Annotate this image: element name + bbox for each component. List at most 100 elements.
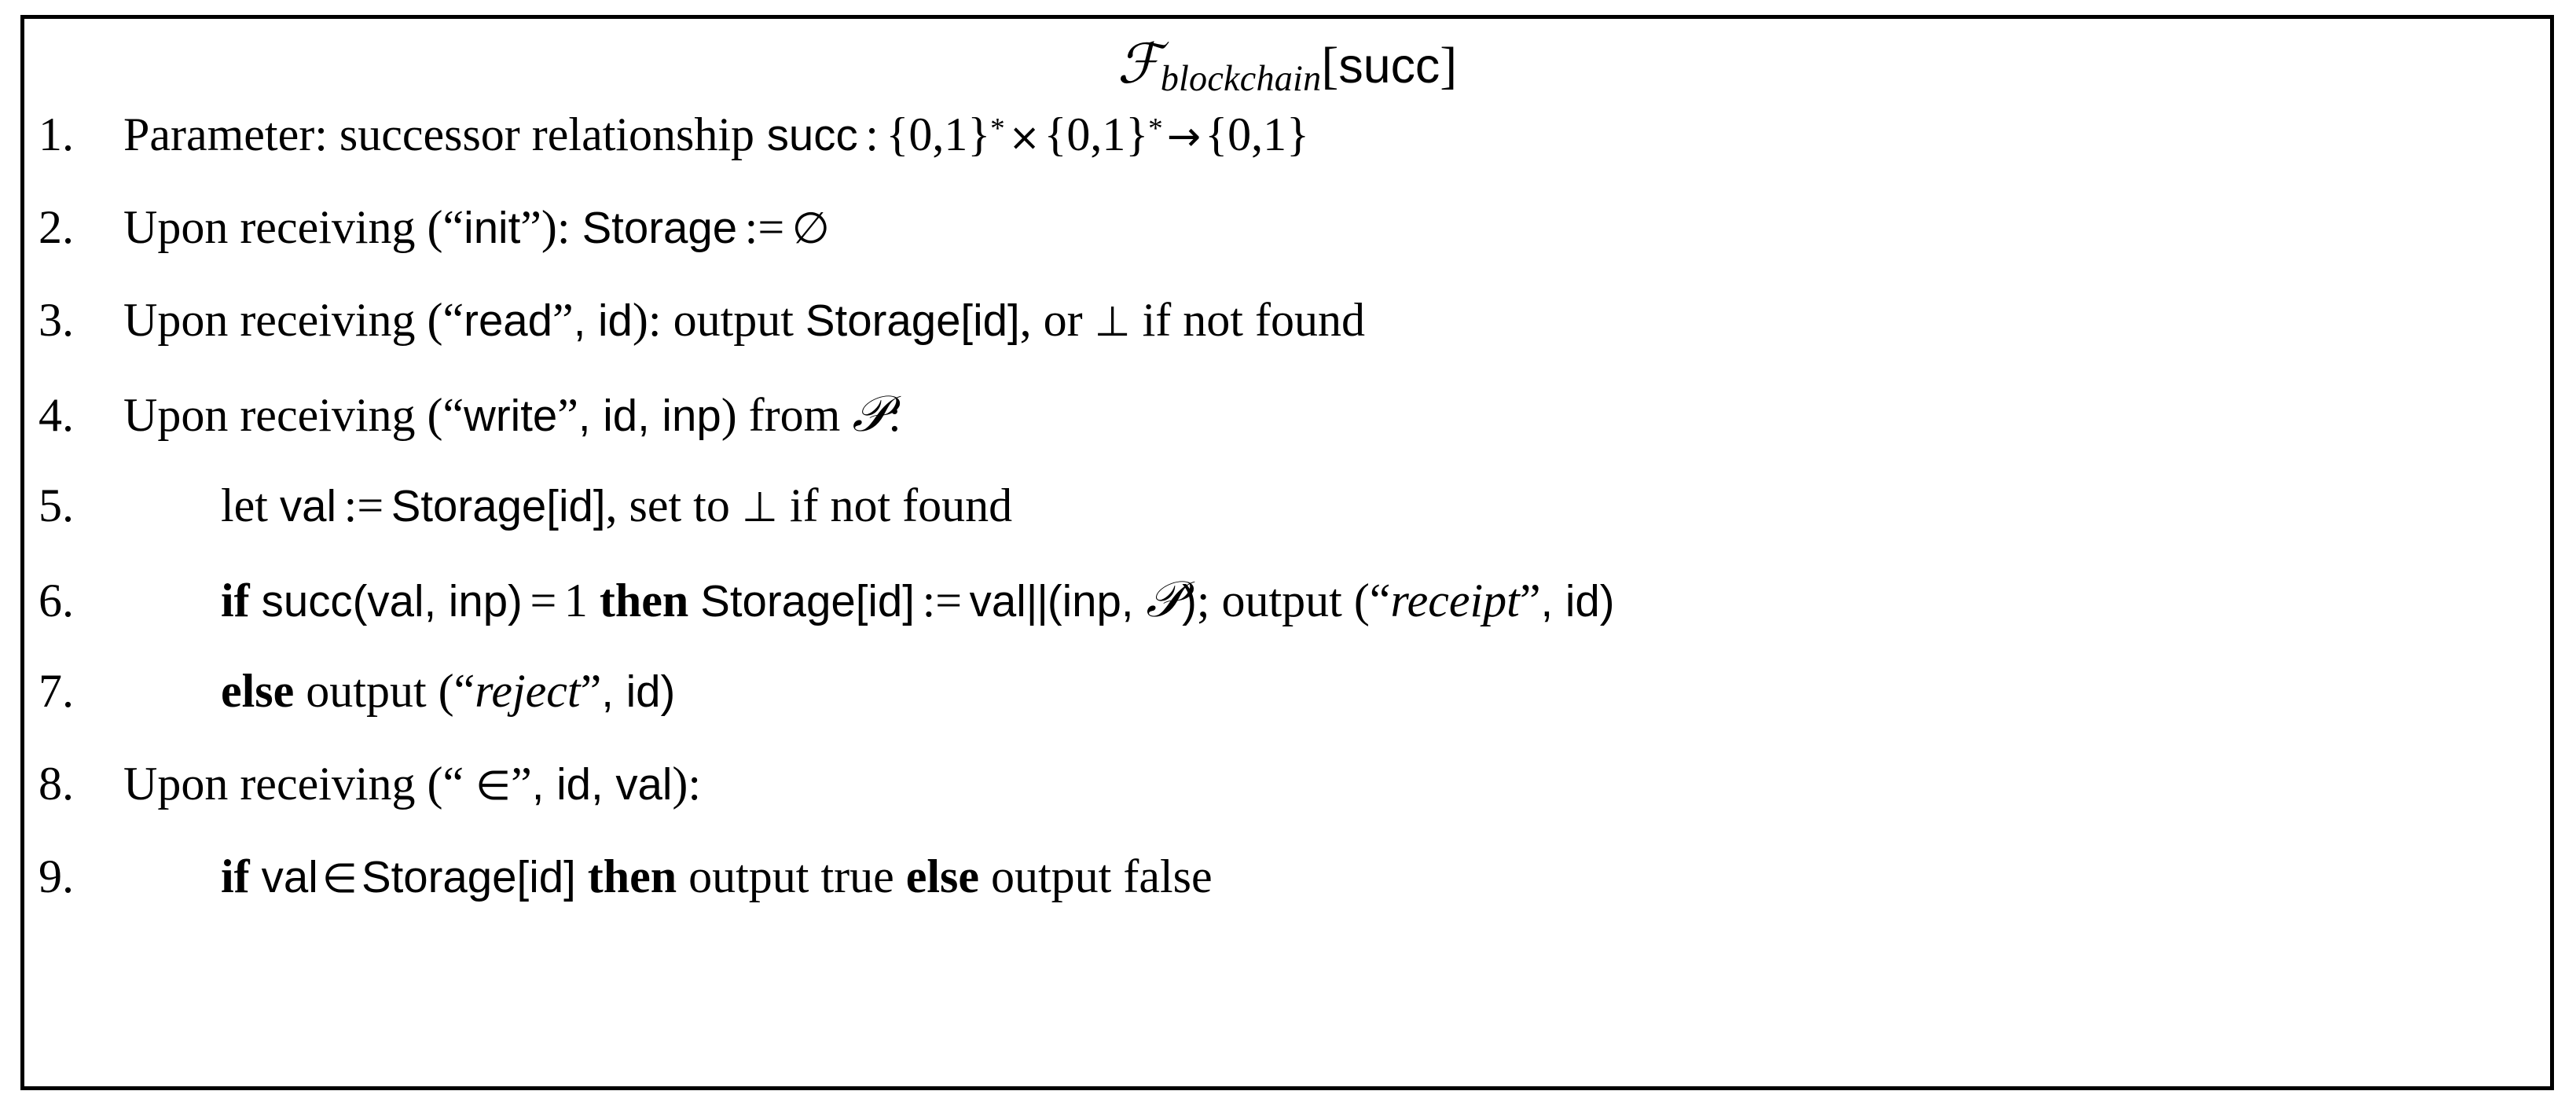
line7-lead: output ( <box>294 664 454 717</box>
line4-colon: : <box>888 388 901 441</box>
line6-party-symbol: 𝒫 <box>1146 571 1183 627</box>
line2-assign: := <box>744 200 785 253</box>
line-content-7: else output (“reject”, id) <box>120 667 2542 714</box>
line2-storage: Storage <box>582 202 738 252</box>
line-number-9: 9. <box>39 850 74 902</box>
title-bracket-open: [ <box>1321 37 1339 94</box>
line9-keyword-if: if <box>221 850 250 902</box>
line1-func: succ <box>766 109 858 160</box>
line-content-9: if val∈Storage[id] then output true else… <box>120 853 2542 900</box>
line6-tuple-close: ) <box>1182 575 1197 626</box>
functionality-symbol: ℱ <box>1117 35 1161 95</box>
line5-bottom-symbol: ⊥ <box>741 483 778 531</box>
line1-colon: : <box>865 108 879 160</box>
line7-quote-close: ” <box>580 664 602 717</box>
line5-tail-a: , set to <box>605 479 742 531</box>
pseudocode-line-6: 6. if succ(val, inp)=1 then Storage[id]:… <box>39 574 2542 667</box>
pseudocode-line-5: 5. let val:=Storage[id], set to ⊥ if not… <box>39 482 2542 575</box>
line-number-6: 6. <box>39 574 74 626</box>
line8-after: ): <box>672 757 702 810</box>
line4-quote-open: “ <box>442 388 464 441</box>
line1-times: × <box>1008 115 1040 160</box>
line4-lead: Upon receiving ( <box>123 388 443 441</box>
line1-star1: * <box>990 112 1005 145</box>
line2-lead: Upon receiving ( <box>123 200 443 253</box>
pseudocode-line-9: 9. if val∈Storage[id] then output true e… <box>39 853 2542 946</box>
line8-lead: Upon receiving ( <box>123 757 443 810</box>
pseudocode-line-1: 1. Parameter: successor relationship suc… <box>39 111 2542 204</box>
line-number-1: 1. <box>39 108 74 160</box>
title-parameter: succ <box>1338 39 1440 94</box>
line4-message: write <box>464 390 558 440</box>
line4-quote-close: ” <box>557 388 578 441</box>
line-content-4: Upon receiving (“write”, id, inp) from 𝒫… <box>120 385 2542 442</box>
line6-quote-close: ” <box>1519 574 1541 626</box>
line5-storage: Storage[id] <box>391 480 606 531</box>
line6-rhs-inp: inp <box>1062 575 1121 626</box>
line-content-2: Upon receiving (“init”): Storage:=∅ <box>120 204 2542 251</box>
line9-keyword-else: else <box>905 850 980 902</box>
line6-equals: = <box>530 574 557 626</box>
figure-title: ℱblockchain[succ] <box>24 19 2550 106</box>
line4-after: ) from <box>721 388 853 441</box>
line9-keyword-then: then <box>587 850 677 902</box>
line-content-6: if succ(val, inp)=1 then Storage[id]:=va… <box>120 574 2542 626</box>
line6-args: , id) <box>1540 575 1615 626</box>
line6-quote-open: “ <box>1369 574 1391 626</box>
line2-quote-open: “ <box>442 200 464 253</box>
line-content-8: Upon receiving (“ ∈”, id, val): <box>120 760 2542 807</box>
line6-assign: := <box>922 574 963 626</box>
line2-message: init <box>464 202 521 252</box>
line3-quote-open: “ <box>442 293 464 346</box>
line-content-5: let val:=Storage[id], set to ⊥ if not fo… <box>120 482 2542 529</box>
line1-arrow: → <box>1166 112 1202 160</box>
line2-quote-close: ” <box>520 200 541 253</box>
pseudocode-line-4: 4. Upon receiving (“write”, id, inp) fro… <box>39 385 2542 482</box>
line6-keyword-if: if <box>221 574 250 626</box>
line3-tail-a: , or <box>1019 293 1095 346</box>
line6-condition: succ(val, inp) <box>261 575 523 626</box>
line5-assign: := <box>343 479 384 531</box>
line7-quote-open: “ <box>453 664 475 717</box>
line8-args: , id, val <box>531 759 673 809</box>
line5-variable: val <box>279 480 337 531</box>
line8-quote-open: “ <box>442 757 464 810</box>
line9-false-branch: output false <box>991 850 1213 902</box>
pseudocode-line-3: 3. Upon receiving (“read”, id): output S… <box>39 296 2542 389</box>
line-content-3: Upon receiving (“read”, id): output Stor… <box>120 296 2542 343</box>
line4-args: , id, inp <box>578 390 721 440</box>
pseudocode-line-7: 7. else output (“reject”, id) <box>39 667 2542 760</box>
line-number-8: 8. <box>39 757 74 810</box>
line9-variable: val <box>261 851 318 902</box>
line6-semicolon-output: ; output ( <box>1196 574 1370 626</box>
line6-message: receipt <box>1390 574 1520 626</box>
line1-set3: {0,1} <box>1205 108 1309 160</box>
line-number-3: 3. <box>39 293 74 346</box>
line9-membership-symbol: ∈ <box>321 854 358 902</box>
line6-concat-operator: || <box>1026 575 1048 626</box>
line3-after: ): output <box>632 293 805 346</box>
line4-party-symbol: 𝒫 <box>852 385 889 442</box>
line-number-2: 2. <box>39 200 74 253</box>
line6-tuple-open: ( <box>1047 575 1062 626</box>
line5-lead: let <box>221 479 280 531</box>
line3-bottom-symbol: ⊥ <box>1094 297 1131 346</box>
line6-one: 1 <box>563 574 588 626</box>
line-number-4: 4. <box>39 388 74 441</box>
pseudocode-lines: 1. Parameter: successor relationship suc… <box>24 106 2550 946</box>
line-content-1: Parameter: successor relationship succ:{… <box>120 111 2542 158</box>
line8-membership-symbol: ∈ <box>475 762 512 810</box>
line7-args: , id) <box>601 666 676 716</box>
line3-tail-b: if not found <box>1130 293 1365 346</box>
line5-tail-b: if not found <box>777 479 1013 531</box>
line3-args: , id <box>573 295 633 345</box>
line-number-5: 5. <box>39 479 74 531</box>
line1-set2: {0,1} <box>1044 108 1149 160</box>
title-bracket-close: ] <box>1440 37 1458 94</box>
line1-set1: {0,1} <box>886 108 991 160</box>
line-number-7: 7. <box>39 664 74 717</box>
line2-after: ): <box>541 200 582 253</box>
line1-star2: * <box>1148 112 1163 145</box>
line2-emptyset: ∅ <box>791 203 830 254</box>
pseudocode-line-2: 2. Upon receiving (“init”): Storage:=∅ <box>39 204 2542 296</box>
